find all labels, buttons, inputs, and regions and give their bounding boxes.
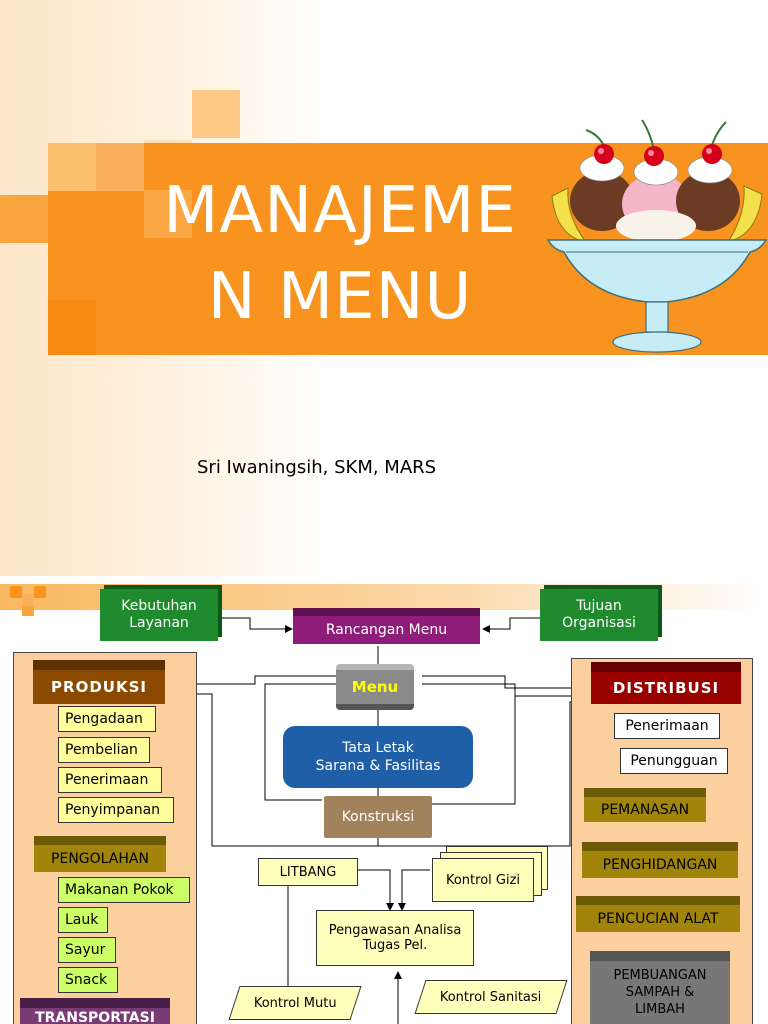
title-line-2: N MENU: [207, 260, 473, 334]
kontrol-sanitasi-box: Kontrol Sanitasi: [414, 980, 568, 1014]
decor-square: [10, 586, 22, 598]
pengolahan-title: PENGOLAHAN: [51, 850, 149, 867]
konstruksi-box: Konstruksi: [324, 796, 432, 838]
slide-title: MANAJEME N MENU: [130, 168, 550, 340]
produksi-item-label: Penerimaan: [65, 772, 149, 788]
pembuangan-box: PEMBUANGAN SAMPAH & LIMBAH: [590, 951, 730, 1024]
title-line-1: MANAJEME: [163, 174, 517, 248]
pengolahan-item-label: Lauk: [65, 912, 99, 928]
tata-letak-line-1: Tata Letak: [342, 740, 414, 756]
transportasi-header: TRANSPORTASI: [20, 998, 170, 1024]
pengolahan-item: Snack: [58, 967, 118, 993]
produksi-title: PRODUKSI: [51, 678, 147, 696]
menu-box: Menu: [336, 664, 414, 710]
tujuan-organisasi-box: Tujuan Organisasi: [540, 589, 658, 641]
rancangan-label: Rancangan Menu: [325, 622, 448, 638]
pengolahan-item: Sayur: [58, 937, 116, 963]
kontrol-gizi-box: Kontrol Gizi: [432, 858, 534, 902]
kontrol-mutu-box: Kontrol Mutu: [228, 986, 362, 1020]
menu-label: Menu: [351, 678, 399, 696]
distribusi-step-label: PENCUCIAN ALAT: [597, 910, 719, 927]
pembuangan-line-1: PEMBUANGAN: [613, 968, 707, 983]
produksi-item: Pengadaan: [58, 706, 156, 732]
pengolahan-item: Lauk: [58, 907, 108, 933]
pembuangan-line-3: LIMBAH: [635, 1002, 685, 1017]
decor-square: [192, 90, 240, 138]
author-name: Sri Iwaningsih, SKM, MARS: [197, 457, 437, 478]
distribusi-title: DISTRIBUSI: [612, 679, 720, 697]
kebutuhan-label: Kebutuhan Layanan: [121, 598, 197, 631]
litbang-label: LITBANG: [279, 864, 337, 880]
distribusi-item: Penungguan: [620, 748, 728, 774]
produksi-item-label: Penyimpanan: [65, 802, 161, 818]
pengawasan-line-2: Tugas Pel.: [362, 938, 428, 953]
pembuangan-line-2: SAMPAH &: [625, 985, 695, 1000]
decor-square: [96, 143, 144, 191]
pengolahan-item-label: Snack: [65, 972, 108, 988]
produksi-header: PRODUKSI: [33, 660, 165, 704]
pengolahan-item-label: Sayur: [65, 942, 106, 958]
produksi-item: Penyimpanan: [58, 797, 174, 823]
distribusi-step: PEMANASAN: [584, 788, 706, 822]
decor-square: [22, 594, 34, 606]
pengawasan-box: Pengawasan Analisa Tugas Pel.: [316, 910, 474, 966]
transportasi-title: TRANSPORTASI: [35, 1010, 155, 1024]
tata-letak-line-2: Sarana & Fasilitas: [315, 758, 441, 774]
kebutuhan-layanan-box: Kebutuhan Layanan: [100, 589, 218, 641]
distribusi-header: DISTRIBUSI: [591, 662, 741, 704]
rancangan-menu-box: Rancangan Menu: [293, 608, 480, 644]
tata-letak-box: Tata Letak Sarana & Fasilitas: [283, 726, 473, 788]
produksi-item: Penerimaan: [58, 767, 162, 793]
distribusi-step: PENGHIDANGAN: [582, 842, 738, 878]
pengawasan-line-1: Pengawasan Analisa: [328, 923, 462, 938]
kontrol-mutu-label: Kontrol Mutu: [253, 995, 337, 1011]
kontrol-gizi-label: Kontrol Gizi: [445, 872, 521, 888]
decor-square: [34, 586, 46, 598]
distribusi-item-label: Penungguan: [630, 753, 718, 769]
produksi-item-label: Pengadaan: [65, 711, 143, 727]
ice-cream-sundae-icon: [546, 119, 768, 353]
decor-square: [144, 190, 192, 238]
litbang-box: LITBANG: [258, 858, 358, 886]
decor-square: [48, 300, 96, 355]
tujuan-label: Tujuan Organisasi: [562, 598, 636, 631]
distribusi-step-label: PENGHIDANGAN: [602, 856, 718, 873]
konstruksi-label: Konstruksi: [341, 809, 415, 825]
decor-square: [22, 606, 34, 616]
decor-square: [0, 195, 48, 243]
distribusi-item: Penerimaan: [614, 713, 720, 739]
produksi-item: Pembelian: [58, 737, 150, 763]
distribusi-step-label: PEMANASAN: [600, 801, 690, 818]
distribusi-item-label: Penerimaan: [625, 718, 709, 734]
decor-square: [48, 143, 96, 191]
pengolahan-item-label: Makanan Pokok: [65, 882, 174, 898]
produksi-item-label: Pembelian: [65, 742, 138, 758]
menu-management-diagram: Kebutuhan Layanan Rancangan Menu Tujuan …: [0, 576, 768, 1024]
kontrol-sanitasi-label: Kontrol Sanitasi: [440, 989, 542, 1005]
title-slide: MANAJEME N MENU Sri Iwaningsih, SKM, MAR: [0, 0, 768, 576]
pengolahan-item: Makanan Pokok: [58, 877, 190, 903]
distribusi-step: PENCUCIAN ALAT: [576, 896, 740, 932]
pengolahan-header: PENGOLAHAN: [34, 836, 166, 872]
